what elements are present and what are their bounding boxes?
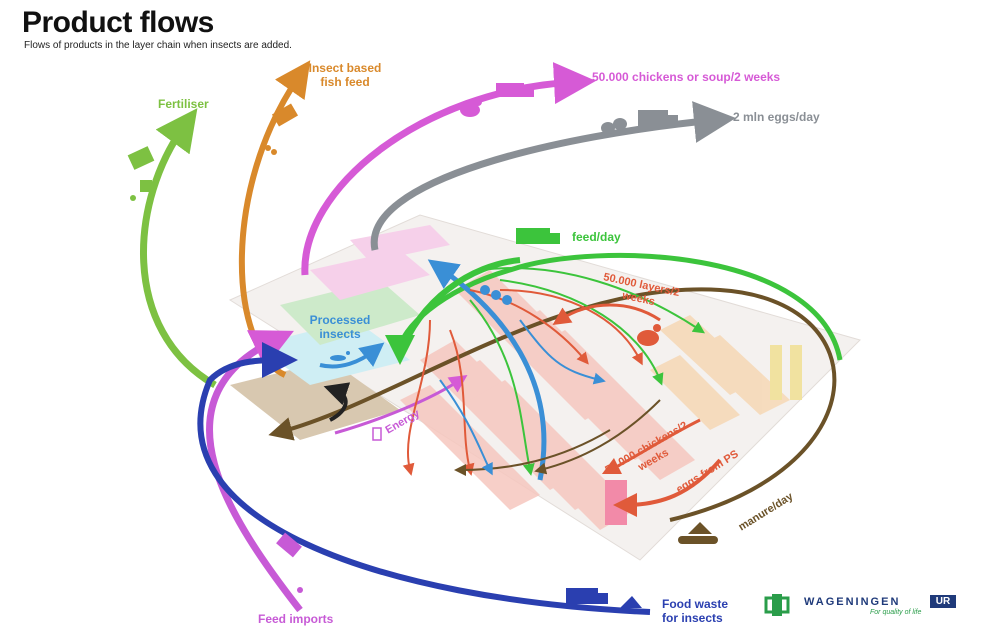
feed-truck-icon: [516, 228, 560, 244]
eggs-arrow: [370, 101, 736, 251]
logo-badge: UR: [930, 595, 956, 608]
page-title: Product flows: [22, 6, 214, 39]
chicken-icon: [460, 98, 482, 117]
logo-wordmark: WAGENINGEN: [804, 596, 901, 608]
larvae-icon: [330, 351, 350, 361]
eggs-from-ps-arrow: [613, 458, 722, 517]
egg-truck-icon: [638, 110, 678, 126]
inner-flow-arrows: [402, 267, 705, 476]
fertiliser-truck-icon: [127, 146, 155, 201]
food-waste-truck-icon: [566, 588, 642, 608]
egg-tray-icon: [601, 118, 627, 134]
fish-feed-truck-icon: [265, 103, 299, 155]
processed-insects-label: Processed insects: [309, 313, 371, 341]
manure-arrow: [268, 287, 837, 522]
feed-main-arrow: [397, 257, 521, 357]
eggs-day-label: 2 mln eggs/day: [733, 110, 820, 124]
processed-insects-arrow: [427, 259, 547, 481]
food-waste-arrow: [197, 342, 651, 615]
fertiliser-arrow: [140, 108, 217, 389]
layers-arrow: [552, 303, 661, 325]
feed-imports-label: Feed imports: [258, 612, 334, 626]
wageningen-mark-icon: [764, 594, 790, 616]
insect-fish-feed-label: Insect based fish feed: [308, 61, 382, 89]
logo-tagline: For quality of life: [870, 609, 922, 616]
fertiliser-label: Fertiliser: [158, 97, 209, 111]
wageningen-logo: WAGENINGEN UR For quality of life: [760, 590, 970, 624]
feed-day-label: feed/day: [572, 230, 621, 244]
energy-battery-icon: [372, 427, 382, 441]
chicken-truck-icon: [496, 83, 534, 97]
chickens-soup-label: 50.000 chickens or soup/2 weeks: [592, 70, 781, 84]
chickens-2weeks-arrow: [601, 418, 701, 475]
manure-belt-icon: [678, 522, 718, 544]
processed-inner-arrow: [319, 342, 385, 369]
energy-arrow: [334, 375, 468, 435]
recycle-arrow: [323, 382, 351, 422]
hen-icon: [637, 324, 661, 346]
parent-stock-houses: [650, 315, 790, 430]
insect-eggs-icon: [480, 285, 512, 305]
food-waste-label: Food waste for insects: [662, 597, 729, 625]
feed-imports-truck-icon: [276, 532, 303, 593]
page-subtitle: Flows of products in the layer chain whe…: [24, 40, 292, 51]
